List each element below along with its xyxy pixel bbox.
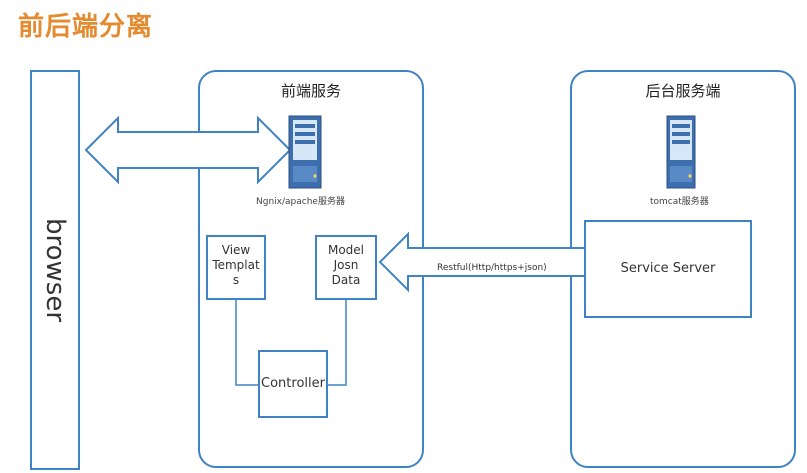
service-server-box: Service Server xyxy=(584,220,752,318)
server-icon xyxy=(666,115,696,189)
browser-frontend-arrow xyxy=(84,115,292,185)
model-line: Model xyxy=(327,243,365,257)
model-line: Josn xyxy=(333,258,359,272)
restful-label: Restful(Http/https+json) xyxy=(437,263,547,273)
view-line: Templat xyxy=(212,258,260,272)
browser-box: browser xyxy=(30,70,80,470)
tomcat-server-label: tomcat服务器 xyxy=(650,197,709,207)
view-controller-connector xyxy=(235,300,258,386)
model-line: Data xyxy=(331,273,361,287)
view-templates-box: View Templat s xyxy=(206,235,266,300)
model-controller-connector xyxy=(328,300,347,386)
nginx-server-label: Ngnix/apache服务器 xyxy=(256,197,345,207)
page-title: 前后端分离 xyxy=(18,12,154,42)
view-line: View xyxy=(221,243,251,257)
server-icon xyxy=(288,115,322,189)
controller-box: Controller xyxy=(258,350,328,418)
backend-title: 后台服务端 xyxy=(645,82,721,100)
view-line: s xyxy=(232,273,240,287)
restful-arrow xyxy=(378,231,616,293)
model-data-box: Model Josn Data xyxy=(315,235,377,300)
frontend-title: 前端服务 xyxy=(280,82,341,100)
